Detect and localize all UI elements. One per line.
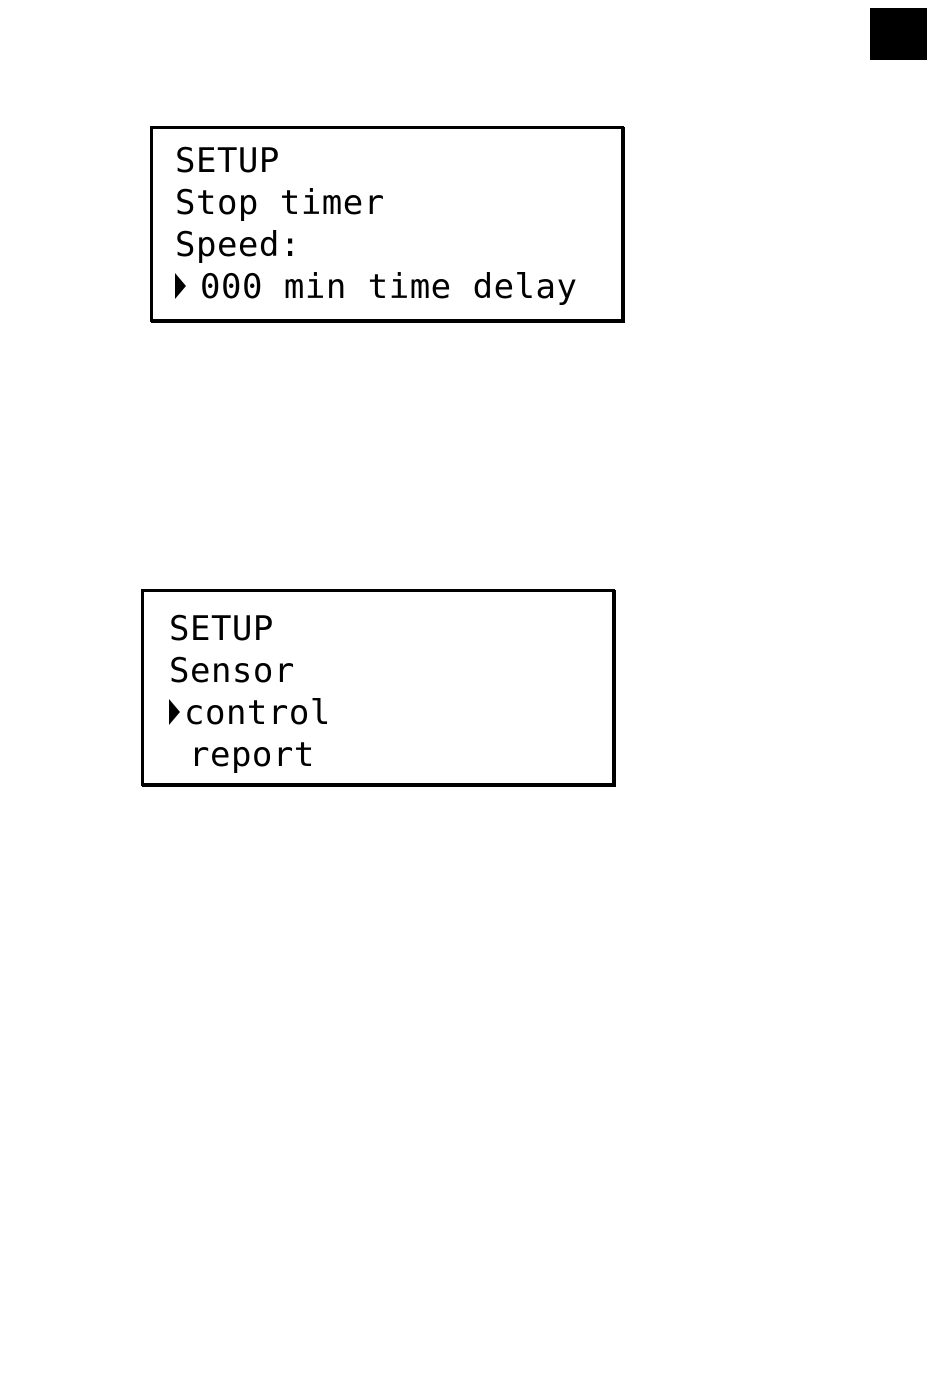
lcd-display-stop-timer: SETUP Stop timer Speed: 000 min time del… xyxy=(150,126,624,322)
right-triangle-selector-icon xyxy=(169,699,180,725)
option-label: report xyxy=(189,735,315,775)
page-tab-marker xyxy=(870,8,927,60)
speed-label: Speed: xyxy=(175,224,301,266)
menu-heading-stop-timer: Stop timer xyxy=(175,182,385,224)
menu-heading-sensor: Sensor xyxy=(169,650,295,692)
option-label: control xyxy=(184,693,331,733)
lcd-display-sensor: SETUP Sensor control report xyxy=(141,589,615,786)
menu-option-control[interactable]: control xyxy=(169,692,331,734)
right-triangle-selector-icon xyxy=(175,273,186,299)
time-delay-value: 000 min time delay xyxy=(200,267,577,307)
lcd-title: SETUP xyxy=(175,140,280,182)
menu-option-report[interactable]: report xyxy=(169,734,315,776)
lcd-title: SETUP xyxy=(169,608,274,650)
time-delay-row[interactable]: 000 min time delay xyxy=(175,266,577,308)
